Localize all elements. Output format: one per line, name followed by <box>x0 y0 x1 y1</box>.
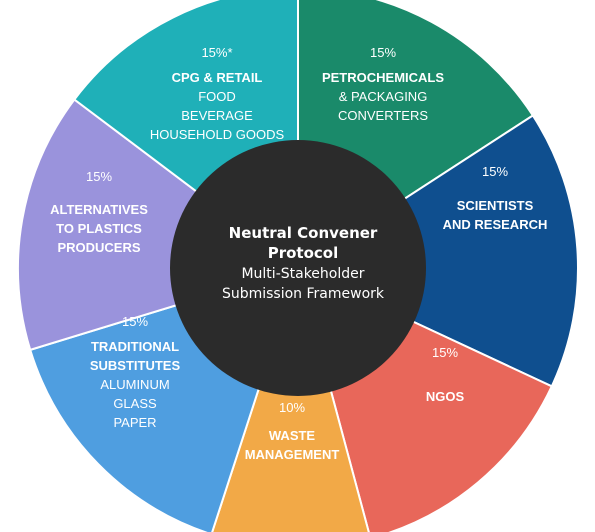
segment-title: SUBSTITUTES <box>90 358 181 373</box>
segment-subtitle: FOOD <box>198 89 236 104</box>
segment-subtitle: & PACKAGING <box>339 89 428 104</box>
segment-percent: 15%* <box>201 45 232 60</box>
center-circle <box>170 140 426 396</box>
segment-title: ALTERNATIVES <box>50 202 148 217</box>
segment-label-scientists: 15% SCIENTISTS AND RESEARCH <box>443 164 548 232</box>
segment-subtitle: BEVERAGE <box>181 108 253 123</box>
segment-percent: 15% <box>86 169 112 184</box>
segment-subtitle: HOUSEHOLD GOODS <box>150 127 285 142</box>
segment-subtitle: ALUMINUM <box>100 377 169 392</box>
segment-title: TRADITIONAL <box>91 339 179 354</box>
segment-subtitle: GLASS <box>113 396 157 411</box>
segment-title: SCIENTISTS <box>457 198 534 213</box>
segment-waste <box>211 264 370 532</box>
segment-title: MANAGEMENT <box>245 447 340 462</box>
segment-title: CPG & RETAIL <box>172 70 263 85</box>
center-subtitle: Multi-Stakeholder <box>241 266 364 282</box>
segment-percent: 10% <box>279 400 305 415</box>
segment-label-ngos: 15% NGOS <box>426 345 465 404</box>
segment-subtitle: PAPER <box>113 415 156 430</box>
segment-title: PETROCHEMICALS <box>322 70 444 85</box>
segment-title: AND RESEARCH <box>443 217 548 232</box>
segment-percent: 15% <box>482 164 508 179</box>
segment-label-cpg: 15%* CPG & RETAIL FOOD BEVERAGE HOUSEHOLD GO… <box>150 45 285 142</box>
segment-title: TO PLASTICS <box>56 221 142 236</box>
segment-label-alternatives: 15% ALTERNATIVES TO PLASTICS PRODUCERS <box>50 169 148 255</box>
segment-title: PRODUCERS <box>57 240 140 255</box>
segment-percent: 15% <box>432 345 458 360</box>
segment-label-traditional: 15% TRADITIONAL SUBSTITUTES ALUMINUM GLASS PA… <box>90 314 181 430</box>
center-label: Neutral ConvenerProtocolMulti-Stakeholde… <box>222 224 385 302</box>
center-subtitle: Submission Framework <box>222 286 385 302</box>
segment-title: WASTE <box>269 428 316 443</box>
segment-percent: 15% <box>122 314 148 329</box>
center-title: Neutral Convener <box>229 224 378 242</box>
segment-title: NGOS <box>426 389 465 404</box>
center-title: Protocol <box>268 244 339 262</box>
segment-percent: 15% <box>370 45 396 60</box>
segment-label-waste: 10% WASTE MANAGEMENT <box>245 400 340 462</box>
segment-label-petrochemicals: 15% PETROCHEMICALS & PACKAGING CONVERTERS <box>322 45 444 123</box>
segment-scientists <box>295 114 579 388</box>
segment-subtitle: CONVERTERS <box>338 108 428 123</box>
